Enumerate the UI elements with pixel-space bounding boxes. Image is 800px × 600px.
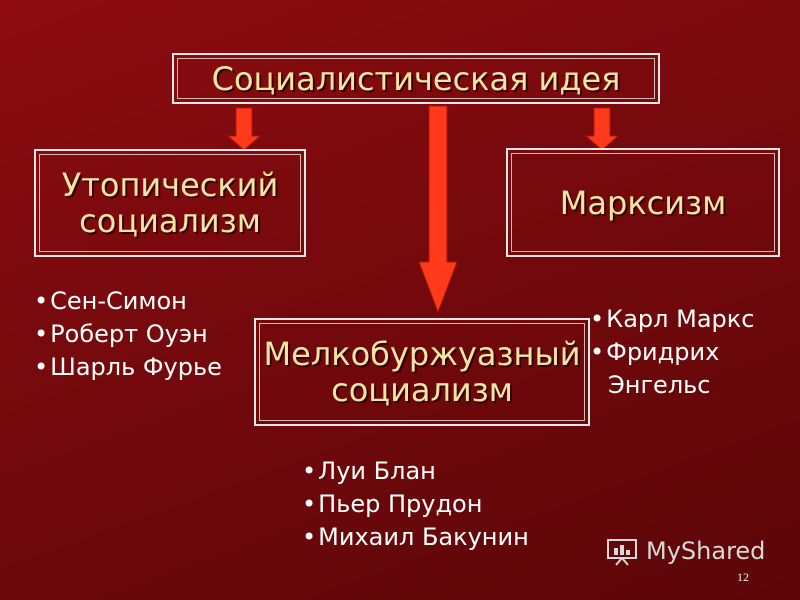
- marxism-names-list: Карл Маркс Фридрих Энгельс: [590, 303, 754, 402]
- utopian-names-list: Сен-Симон Роберт Оуэн Шарль Фурье: [34, 285, 222, 384]
- list-item: Луи Блан: [302, 455, 529, 488]
- arrow-to-utopian: [226, 107, 262, 151]
- list-item: Пьер Прудон: [302, 488, 529, 521]
- box-marxism: Марксизм: [506, 148, 780, 257]
- utopian-line-2: социализм: [79, 202, 261, 240]
- petty-line-1: Мелкобуржуазный: [263, 335, 581, 373]
- watermark-logo: MyShared: [606, 536, 765, 566]
- marxism-label: Марксизм: [559, 183, 727, 222]
- list-item: Энгельс: [608, 371, 711, 399]
- utopian-line-1: Утопический: [61, 166, 279, 204]
- box-petty-bourgeois-socialism: Мелкобуржуазный социализм: [254, 318, 590, 426]
- list-item: Карл Маркс: [590, 303, 754, 336]
- petty-bourgeois-names-list: Луи Блан Пьер Прудон Михаил Бакунин: [302, 455, 529, 554]
- list-item: Шарль Фурье: [34, 351, 222, 384]
- box-utopian-socialism: Утопический социализм: [34, 149, 306, 257]
- top-box-label: Социалистическая идея: [211, 59, 621, 98]
- list-item: Фридрих: [590, 336, 754, 369]
- list-item: Михаил Бакунин: [302, 521, 529, 554]
- arrow-to-marxism: [584, 107, 620, 151]
- list-item: Роберт Оуэн: [34, 318, 222, 351]
- page-number: 12: [737, 570, 749, 584]
- petty-line-2: социализм: [331, 371, 513, 409]
- arrow-to-petty-bourgeois: [418, 105, 458, 314]
- logo-text: MyShared: [646, 537, 766, 565]
- top-box-socialist-idea: Социалистическая идея: [172, 53, 660, 104]
- list-item: Сен-Симон: [34, 285, 222, 318]
- presentation-icon: [607, 539, 637, 566]
